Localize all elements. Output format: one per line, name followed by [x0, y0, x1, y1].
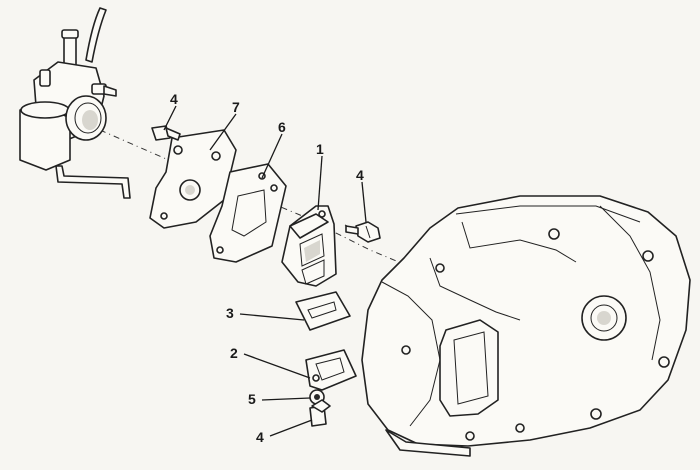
screw-upper-left — [151, 125, 181, 141]
callout-7: 7 — [232, 99, 240, 115]
carburetor — [19, 7, 131, 199]
callout-4-right: 4 — [356, 167, 364, 183]
leader-line-5 — [261, 397, 311, 401]
screw-lower — [309, 399, 331, 427]
engine-crankcase — [361, 195, 691, 457]
gasket — [209, 163, 287, 263]
callout-4-lower: 4 — [256, 429, 264, 445]
leader-line-2 — [243, 353, 311, 379]
reed-valve-block — [281, 205, 337, 287]
leader-line-3 — [239, 313, 305, 321]
adaptor-plate — [149, 129, 237, 229]
screw-right — [345, 221, 381, 243]
callout-2: 2 — [230, 345, 238, 361]
leader-line-4a — [163, 105, 177, 131]
reed-petal — [295, 291, 351, 331]
leader-line-1 — [317, 155, 323, 211]
leader-line-7 — [209, 113, 237, 151]
callout-3: 3 — [226, 305, 234, 321]
callout-6: 6 — [278, 119, 286, 135]
leader-line-6 — [261, 133, 283, 179]
leader-line-4b — [361, 181, 367, 223]
leader-line-4c — [269, 419, 313, 437]
callout-1: 1 — [316, 141, 324, 157]
callout-5: 5 — [248, 391, 256, 407]
callout-4-upper-left: 4 — [170, 91, 178, 107]
reed-stop — [305, 349, 357, 391]
